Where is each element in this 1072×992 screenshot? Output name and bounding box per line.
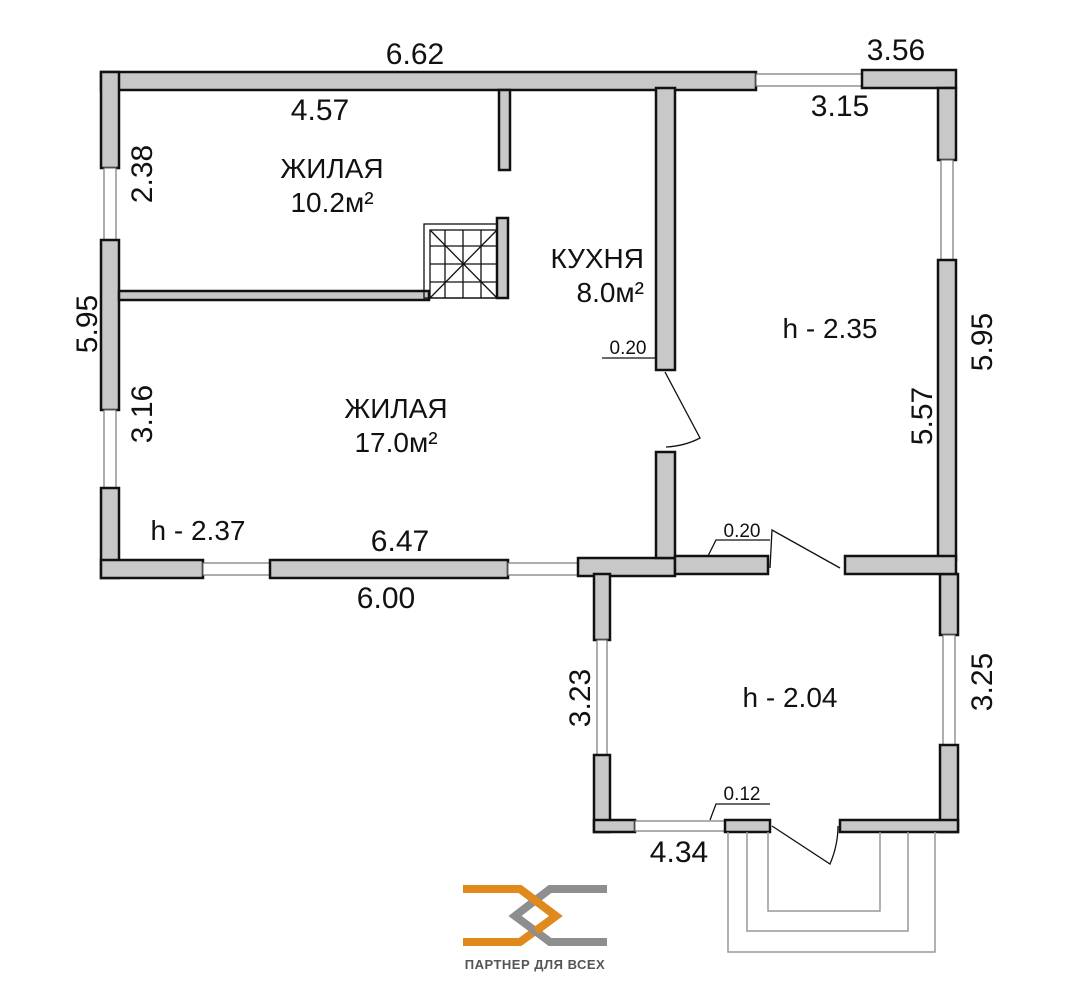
dim-top-room: 4.57: [291, 94, 349, 127]
dim-bottom-outer: 6.00: [357, 582, 415, 615]
dim-wall-porch: 0.12: [724, 784, 761, 805]
leader-lines: [602, 357, 770, 821]
company-logo: ПАРТНЕР ДЛЯ ВСЕХ: [463, 885, 607, 972]
room-name-kitchen: КУХНЯ: [550, 243, 644, 274]
stairs-icon: [423, 223, 498, 299]
height-left: h - 2.37: [151, 515, 246, 546]
dim-top-total: 6.62: [386, 38, 444, 71]
room-area-kitchen: 8.0м²: [577, 277, 645, 308]
dim-wall-kitchen: 0.20: [610, 338, 647, 359]
doors: [664, 371, 841, 865]
room-area-living-large: 17.0м²: [354, 427, 437, 458]
height-lower: h - 2.04: [743, 682, 838, 713]
porch: [727, 832, 936, 953]
dim-wall-middle: 0.20: [724, 521, 761, 542]
room-name-living-small: ЖИЛАЯ: [280, 153, 383, 184]
dim-lower-right: 3.25: [966, 653, 999, 711]
dim-top-right-outer: 3.56: [867, 34, 925, 67]
height-right: h - 2.35: [783, 313, 878, 344]
dim-bottom-inner: 6.47: [371, 525, 429, 558]
dim-left-upper: 2.38: [126, 145, 159, 203]
dim-left-total: 5.95: [71, 295, 104, 353]
room-area-living-small: 10.2м²: [290, 187, 373, 218]
walls: [99, 68, 960, 834]
dim-lower-left: 3.23: [564, 669, 597, 727]
dim-right-total: 5.95: [966, 313, 999, 371]
dim-top-right-inner: 3.15: [811, 90, 869, 123]
logo-tagline: ПАРТНЕР ДЛЯ ВСЕХ: [465, 957, 605, 972]
dim-left-lower: 3.16: [126, 385, 159, 443]
dim-lower-bottom: 4.34: [650, 836, 708, 869]
room-name-living-large: ЖИЛАЯ: [344, 393, 447, 424]
dim-right-inner: 5.57: [906, 387, 939, 445]
